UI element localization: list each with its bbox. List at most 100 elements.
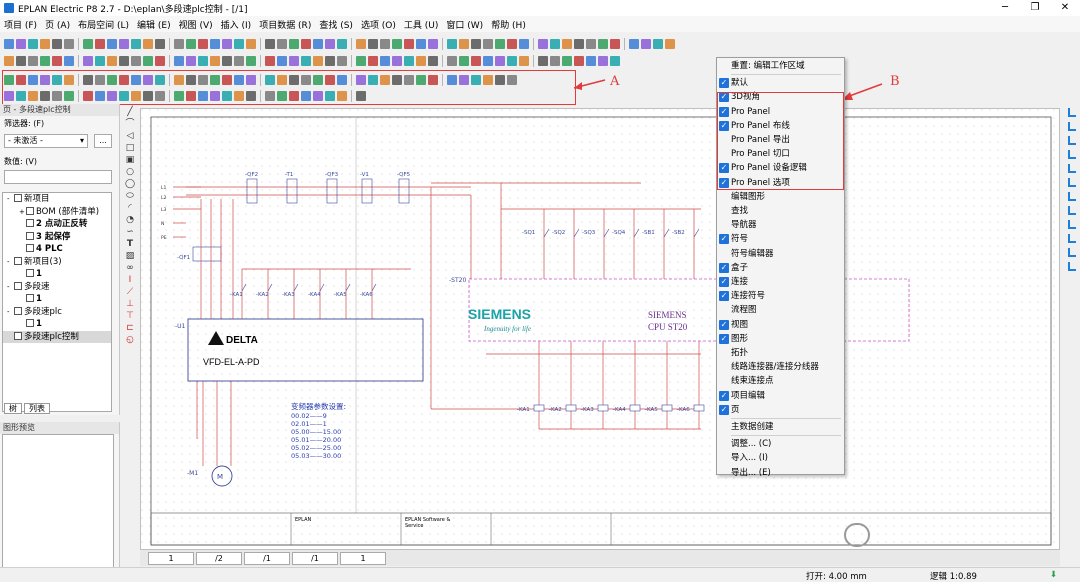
context-menu-item[interactable]: 拓扑	[717, 346, 844, 360]
toolbar-tool-icon[interactable]	[368, 56, 378, 66]
context-menu-item[interactable]: ✓Pro Panel 选项	[717, 176, 844, 190]
toolbar-tool-icon[interactable]	[380, 75, 390, 85]
toolbar-tool-icon[interactable]	[119, 91, 129, 101]
toolbar-tool-icon[interactable]	[95, 75, 105, 85]
toolbar-tool-icon[interactable]	[4, 75, 14, 85]
toolbar-tool-icon[interactable]	[28, 91, 38, 101]
toolbar-tool-icon[interactable]	[337, 75, 347, 85]
toolbar-tool-icon[interactable]	[155, 91, 165, 101]
toolbar-tool-icon[interactable]	[574, 39, 584, 49]
filter-dropdown[interactable]: - 未激活 - ▾	[4, 134, 88, 148]
context-menu-item[interactable]: ✓盒子	[717, 261, 844, 275]
toolbar-tool-icon[interactable]	[4, 56, 14, 66]
toolbar-tool-icon[interactable]	[356, 91, 366, 101]
toolbar-tool-icon[interactable]	[277, 56, 287, 66]
toolbar-tool-icon[interactable]	[95, 91, 105, 101]
page-tab-2[interactable]: /2	[196, 551, 242, 565]
tree-item[interactable]: +BOM (部件清单)	[3, 206, 111, 219]
menu-find[interactable]: 查找 (S)	[319, 20, 353, 31]
toolbar-tool-icon[interactable]	[186, 56, 196, 66]
toolbar-tool-icon[interactable]	[471, 75, 481, 85]
toolbar-tool-icon[interactable]	[198, 75, 208, 85]
maximize-button[interactable]: ❐	[1030, 2, 1040, 13]
toolbar-tool-icon[interactable]	[325, 75, 335, 85]
tree-item[interactable]: -多段速plc	[3, 306, 111, 319]
symbol-shortcut-icon[interactable]	[1068, 192, 1076, 201]
angle-dimension-icon[interactable]: ⟋	[126, 287, 134, 297]
link-tool-icon[interactable]: ∞	[126, 263, 134, 273]
toolbar-tool-icon[interactable]	[198, 56, 208, 66]
context-menu-item[interactable]: ✓默认	[717, 76, 844, 90]
toolbar-tool-icon[interactable]	[586, 56, 596, 66]
toolbar-tool-icon[interactable]	[16, 91, 26, 101]
rectangle-tool-icon[interactable]: □	[125, 143, 135, 153]
checkbox-checked-icon[interactable]: ✓	[719, 291, 729, 302]
toolbar-tool-icon[interactable]	[64, 39, 74, 49]
page-tab-4[interactable]: /1	[292, 551, 338, 565]
toolbar-tool-icon[interactable]	[428, 39, 438, 49]
toolbar-tool-icon[interactable]	[337, 91, 347, 101]
toolbar-tool-icon[interactable]	[653, 39, 663, 49]
toolbar-tool-icon[interactable]	[550, 39, 560, 49]
context-menu-item[interactable]: ✓3D视角	[717, 90, 844, 104]
toolbar-tool-icon[interactable]	[428, 56, 438, 66]
toolbar-tool-icon[interactable]	[404, 39, 414, 49]
checkbox-checked-icon[interactable]: ✓	[719, 92, 729, 103]
toolbar-tool-icon[interactable]	[234, 56, 244, 66]
toolbar-tool-icon[interactable]	[265, 39, 275, 49]
toolbar-tool-icon[interactable]	[538, 56, 548, 66]
toolbar-tool-icon[interactable]	[246, 75, 256, 85]
toolbar-tool-icon[interactable]	[337, 56, 347, 66]
toolbar-tool-icon[interactable]	[471, 56, 481, 66]
context-menu-item[interactable]: ✓连接符号	[717, 289, 844, 303]
toolbar-tool-icon[interactable]	[64, 91, 74, 101]
context-menu-item[interactable]: 线路连接器/连接分线器	[717, 360, 844, 374]
toolbar-tool-icon[interactable]	[119, 39, 129, 49]
tree-item[interactable]: 3 起保停	[3, 231, 111, 244]
download-icon[interactable]: ⬇	[1050, 570, 1058, 580]
checkbox-checked-icon[interactable]: ✓	[719, 78, 729, 89]
toolbar-tool-icon[interactable]	[483, 39, 493, 49]
toolbar-tool-icon[interactable]	[507, 56, 517, 66]
checkbox-checked-icon[interactable]: ✓	[719, 333, 729, 344]
context-menu-item[interactable]: 调整... (C)	[717, 437, 844, 451]
toolbar-tool-icon[interactable]	[174, 91, 184, 101]
toolbar-tool-icon[interactable]	[95, 56, 105, 66]
context-menu-item[interactable]: ✓Pro Panel	[717, 105, 844, 119]
increment-dimension-icon[interactable]: ⊏	[126, 323, 134, 333]
toolbar-tool-icon[interactable]	[52, 56, 62, 66]
checkbox-checked-icon[interactable]: ✓	[719, 277, 729, 287]
toolbar-tool-icon[interactable]	[198, 39, 208, 49]
page-tab-5[interactable]: 1	[340, 551, 386, 565]
toolbar-tool-icon[interactable]	[428, 75, 438, 85]
tree-item[interactable]: -新项目	[3, 193, 111, 206]
toolbar-tool-icon[interactable]	[119, 75, 129, 85]
toolbar-tool-icon[interactable]	[301, 56, 311, 66]
toolbar-tool-icon[interactable]	[222, 56, 232, 66]
arc-tool-icon[interactable]: ◜	[128, 203, 132, 213]
tree-expander-icon[interactable]: -	[7, 307, 10, 316]
toolbar-tool-icon[interactable]	[313, 39, 323, 49]
tree-item[interactable]: 1	[3, 268, 111, 281]
toolbar-tool-icon[interactable]	[629, 39, 639, 49]
toolbar-tool-icon[interactable]	[392, 39, 402, 49]
toolbar-tool-icon[interactable]	[83, 91, 93, 101]
symbol-shortcut-icon[interactable]	[1068, 108, 1076, 117]
toolbar-tool-icon[interactable]	[265, 91, 275, 101]
toolbar-tool-icon[interactable]	[28, 39, 38, 49]
context-menu-item[interactable]: 线束连接点	[717, 374, 844, 388]
toolbar-tool-icon[interactable]	[174, 39, 184, 49]
toolbar-tool-icon[interactable]	[495, 56, 505, 66]
toolbar-tool-icon[interactable]	[246, 91, 256, 101]
tree-item[interactable]: 2 点动正反转	[3, 218, 111, 231]
toolbar-tool-icon[interactable]	[131, 56, 141, 66]
toolbar-tool-icon[interactable]	[143, 91, 153, 101]
symbol-shortcut-icon[interactable]	[1068, 178, 1076, 187]
toolbar-tool-icon[interactable]	[665, 39, 675, 49]
menu-insert[interactable]: 插入 (I)	[220, 20, 252, 31]
dimension-tool-icon[interactable]: I	[128, 275, 132, 285]
context-menu-item[interactable]: ✓Pro Panel 布线	[717, 119, 844, 133]
menu-edit[interactable]: 编辑 (E)	[137, 20, 171, 31]
toolbar-tool-icon[interactable]	[356, 39, 366, 49]
page-tab-3[interactable]: /1	[244, 551, 290, 565]
